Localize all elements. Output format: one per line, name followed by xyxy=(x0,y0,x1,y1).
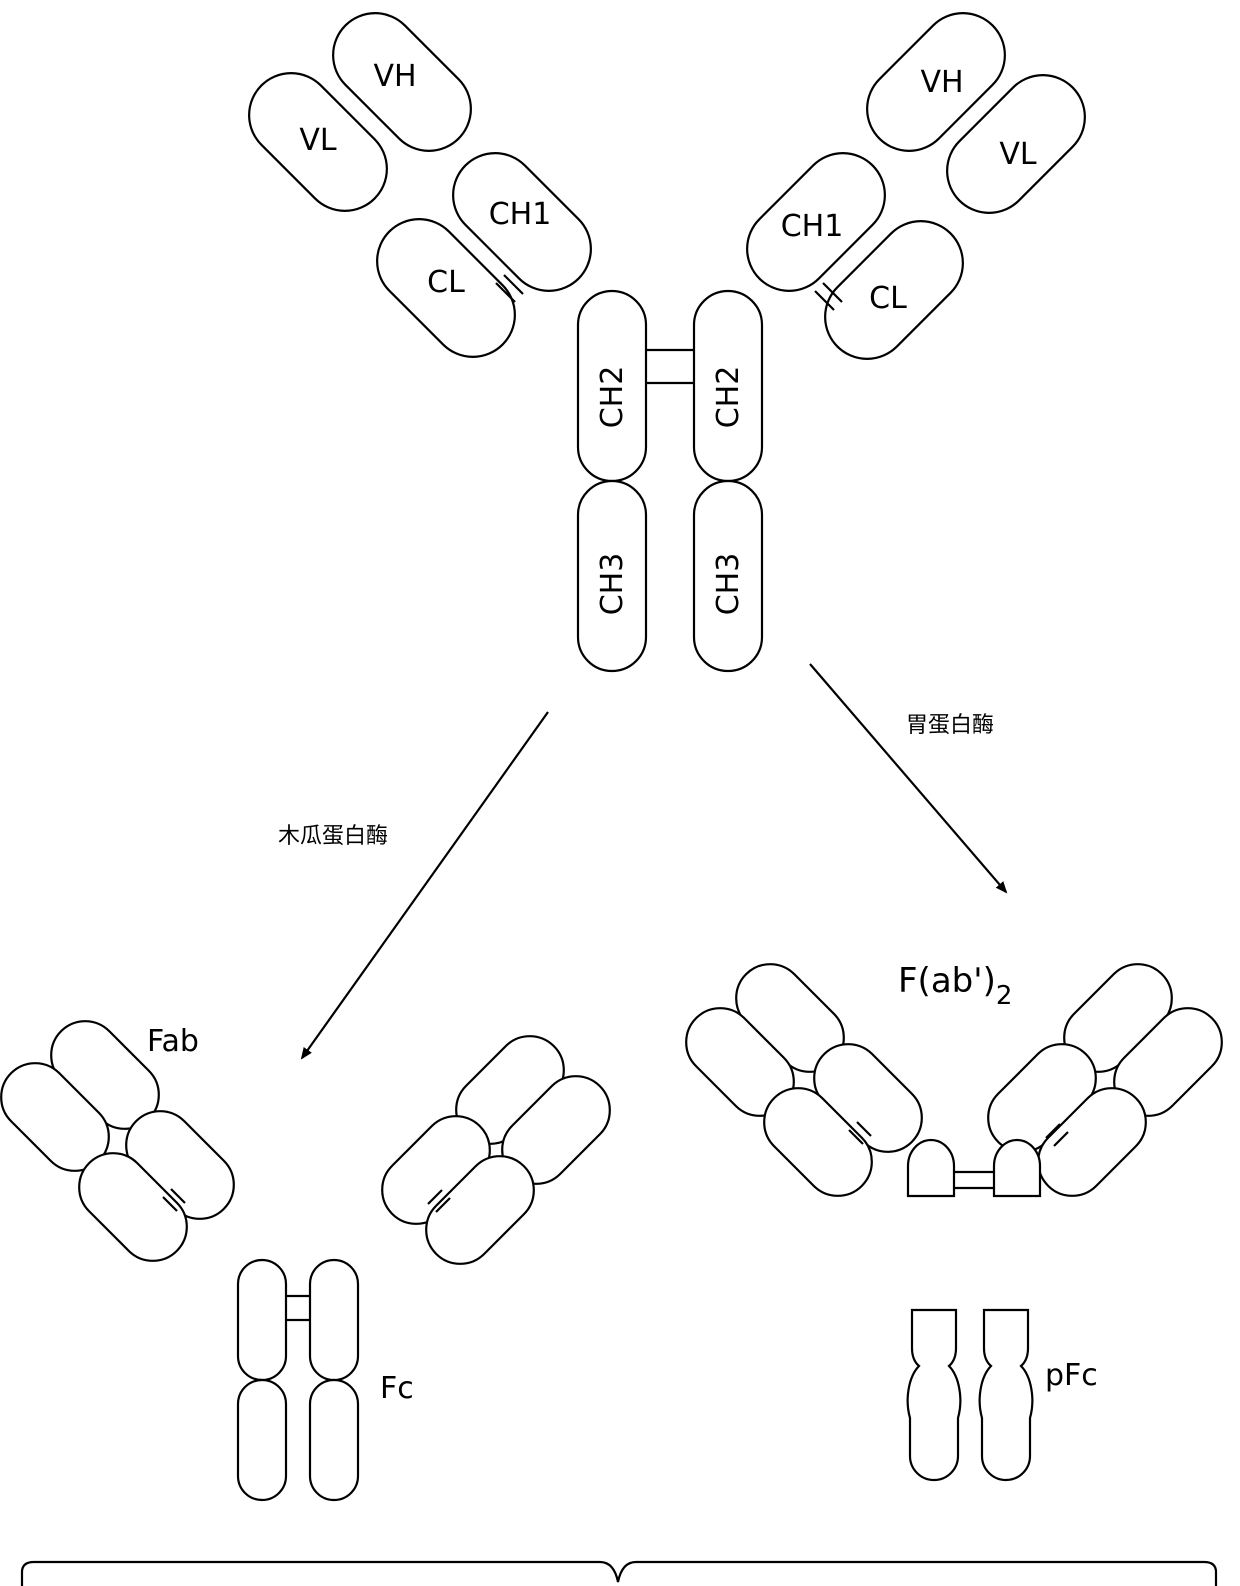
intact-antibody: VH VL CH1 CL VH VL CH1 CL CH2 CH2 CH3 CH… xyxy=(232,0,1103,671)
fc-label: Fc xyxy=(380,1371,414,1406)
ch1-label-left: CH1 xyxy=(489,197,552,232)
fab-fragment-right xyxy=(368,1022,624,1278)
ch3-label-right: CH3 xyxy=(711,553,746,616)
vh-label-right: VH xyxy=(920,65,963,100)
pepsin-label: 胃蛋白酶 xyxy=(906,713,994,738)
fab-label: Fab xyxy=(147,1024,199,1059)
fab2-label: F(ab')2 xyxy=(898,961,1012,1011)
vh-label-left: VH xyxy=(373,59,416,94)
papain-arrow xyxy=(302,712,548,1058)
cl-label-left: CL xyxy=(427,265,465,300)
pfc-label: pFc xyxy=(1045,1358,1098,1393)
ch2-label-right: CH2 xyxy=(711,366,746,429)
fc-fragment xyxy=(238,1260,358,1500)
pepsin-arrow xyxy=(810,664,1006,892)
ch1-label-right: CH1 xyxy=(781,209,844,244)
ch3-label-left: CH3 xyxy=(595,553,630,616)
bottom-brace xyxy=(22,1562,1216,1586)
papain-label: 木瓜蛋白酶 xyxy=(278,824,388,849)
cl-label-right: CL xyxy=(869,281,907,316)
pfc-fragment xyxy=(908,1310,1033,1480)
ch2-label-left: CH2 xyxy=(595,366,630,429)
vl-label-left: VL xyxy=(299,123,337,158)
fab-fragment-left xyxy=(0,1007,248,1275)
vl-label-right: VL xyxy=(999,137,1037,172)
